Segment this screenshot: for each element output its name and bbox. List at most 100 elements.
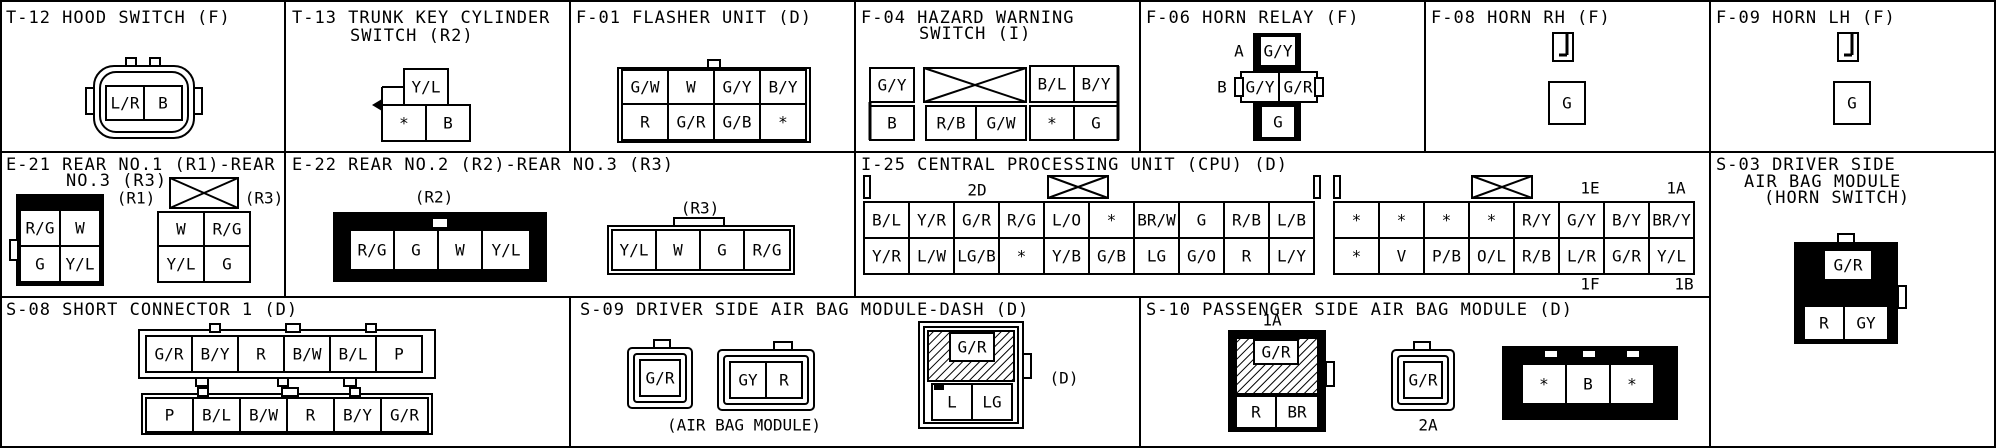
- s03-subtitle-1: AIR BAG MODULE: [1744, 172, 1902, 192]
- e21-r3-row2-p1: Y/L: [167, 255, 196, 274]
- f04-r1-right-2: B/Y: [1082, 75, 1111, 94]
- s08-row1-pin-4: B/W: [293, 345, 322, 364]
- s08-row2-pin-3: B/W: [249, 406, 278, 425]
- s08-title: S-08 SHORT CONNECTOR 1 (D): [6, 300, 299, 320]
- i25-left-row1-pin-10: L/B: [1277, 211, 1306, 230]
- i25-left-row2-cell-10: [1268, 237, 1315, 275]
- i25-right-row1-cell-3: [1423, 201, 1470, 239]
- f01-r1-p1: G/W: [631, 78, 660, 97]
- t13-pin-bottom-2: B: [443, 114, 453, 133]
- s09-label-d: (D): [1050, 369, 1079, 388]
- i25-label-1f: 1F: [1580, 275, 1599, 294]
- s08-row2-pin-1: P: [165, 406, 175, 425]
- i25-title: I-25 CENTRAL PROCESSING UNIT (CPU) (D): [861, 155, 1288, 175]
- f04-r2-p1: B: [887, 114, 897, 133]
- i25-right-row1-pin-4: *: [1487, 211, 1497, 230]
- t13-title: T-13 TRUNK KEY CYLINDER: [292, 8, 551, 28]
- i25-right-row2-pin-8: Y/L: [1657, 247, 1686, 266]
- i25-right-row2-pin-4: O/L: [1477, 247, 1506, 266]
- f08-pin: G: [1562, 94, 1572, 113]
- i25-left-row2-cell-6: [1088, 237, 1135, 275]
- connector-f09: G: [1833, 32, 1871, 125]
- f01-title: F-01 FLASHER UNIT (D): [576, 8, 812, 28]
- s08-row1-pin-2: B/Y: [201, 345, 230, 364]
- e21-r3-row2-p2: G: [222, 255, 232, 274]
- i25-label-1a: 1A: [1666, 179, 1686, 198]
- i25-left-row2-cell-9: [1223, 237, 1270, 275]
- i25-label-2d: 2D: [967, 181, 986, 200]
- connector-e21: R/G W G Y/L (R1) W R/G Y/L G (R3): [9, 177, 284, 286]
- f06-title: F-06 HORN RELAY (F): [1146, 8, 1360, 28]
- e21-r1-row1-p2: W: [75, 219, 85, 238]
- f04-subtitle: SWITCH (I): [919, 24, 1032, 44]
- i25-right-row1-pin-3: *: [1442, 211, 1452, 230]
- e22-title: E-22 REAR NO.2 (R2)-REAR NO.3 (R3): [292, 155, 674, 175]
- f01-r2-p1: R: [640, 113, 650, 132]
- s10-label-2a: 2A: [1418, 416, 1438, 435]
- e21-r1-row1-p1: R/G: [26, 219, 55, 238]
- i25-left-row1-cell-1: [863, 201, 910, 239]
- i25-left-row2-pin-7: LG: [1147, 247, 1166, 266]
- s10-title: S-10 PASSENGER SIDE AIR BAG MODULE (D): [1146, 300, 1573, 320]
- connector-e22: (R2) R/G G W Y/L (R3) Y/L W G R/G: [333, 188, 795, 282]
- s08-row2-cell-6: [380, 397, 429, 433]
- i25-left-row1-cell-6: [1088, 201, 1135, 239]
- f06-label-b: B: [1217, 78, 1227, 97]
- i25-right-row2-cell-2: [1378, 237, 1425, 275]
- t12-pin-1: L/R: [111, 94, 140, 113]
- e21-r3-row1-p1: W: [176, 220, 186, 239]
- s08-row1-cell-4: [283, 335, 331, 373]
- s10-pin-wide-3: *: [1627, 375, 1637, 394]
- connector-s09: G/R GY R G/R L LG (D) (AIR BAG MODULE): [627, 321, 1079, 435]
- e22-r3-p2: W: [673, 241, 683, 260]
- e21-label-r3: (R3): [245, 189, 284, 208]
- e21-r1-row2-p1: G: [35, 255, 45, 274]
- e21-title: E-21 REAR NO.1 (R1)-REAR: [6, 155, 276, 175]
- connector-t13: Y/L * B: [372, 68, 471, 142]
- f01-r2-p4: *: [778, 113, 788, 132]
- f06-pin-top: G/Y: [1264, 42, 1293, 61]
- connector-f01: G/W W G/Y B/Y R G/R G/B *: [617, 59, 811, 143]
- i25-right-row2-cell-3: [1423, 237, 1470, 275]
- i25-left-row1-pin-2: Y/R: [917, 211, 946, 230]
- s08-row2-pin-4: R: [306, 406, 316, 425]
- s10-pin-wide-2: B: [1583, 375, 1593, 394]
- s09-pin-double-2: R: [779, 371, 789, 390]
- i25-left-row2-pin-5: Y/B: [1052, 247, 1081, 266]
- i25-left-row2-pin-6: G/B: [1097, 247, 1126, 266]
- i25-right-row2-pin-7: G/R: [1612, 247, 1641, 266]
- e22-r3-p1: Y/L: [620, 241, 649, 260]
- s03-title: S-03 DRIVER SIDE: [1716, 155, 1896, 175]
- f06-pin-mid-2: G/R: [1284, 78, 1313, 97]
- s08-row2-cell-5: [333, 397, 382, 433]
- i25-right-row1-pin-5: R/Y: [1522, 211, 1551, 230]
- e21-label-r1: (R1): [117, 189, 156, 208]
- i25-left-row2-pin-10: L/Y: [1277, 247, 1306, 266]
- e22-label-r3: (R3): [681, 199, 720, 218]
- i25-left-row1-pin-4: R/G: [1007, 211, 1036, 230]
- s09-pin-double-1: GY: [738, 371, 758, 390]
- s10-pin-wide-1: *: [1539, 375, 1549, 394]
- i25-right-row1-pin-1: *: [1352, 211, 1362, 230]
- e22-r3-p4: R/G: [753, 241, 782, 260]
- s10-pin-2a: G/R: [1409, 371, 1438, 390]
- e21-subtitle: NO.3 (R3): [66, 171, 168, 191]
- t12-pin-2: B: [158, 94, 168, 113]
- i25-right-row2-cell-7: [1603, 237, 1650, 275]
- i25-left-row1-cell-4: [998, 201, 1045, 239]
- i25-right-row1-pin-7: B/Y: [1612, 211, 1641, 230]
- connector-s10: 1A G/R R BR G/R 2A * B *: [1228, 311, 1678, 435]
- i25-right-row2-cell-1: [1333, 237, 1380, 275]
- i25-left-row2-cell-1: [863, 237, 910, 275]
- f01-r1-p4: B/Y: [769, 78, 798, 97]
- i25-left-row2-pin-9: R: [1242, 247, 1252, 266]
- s09-pin-bottom-2: LG: [982, 393, 1001, 412]
- i25-left-row2-pin-4: *: [1017, 247, 1027, 266]
- s09-pin-bottom-1: L: [947, 393, 957, 412]
- s08-row1-cell-1: [145, 335, 193, 373]
- s08-row1-cell-3: [237, 335, 285, 373]
